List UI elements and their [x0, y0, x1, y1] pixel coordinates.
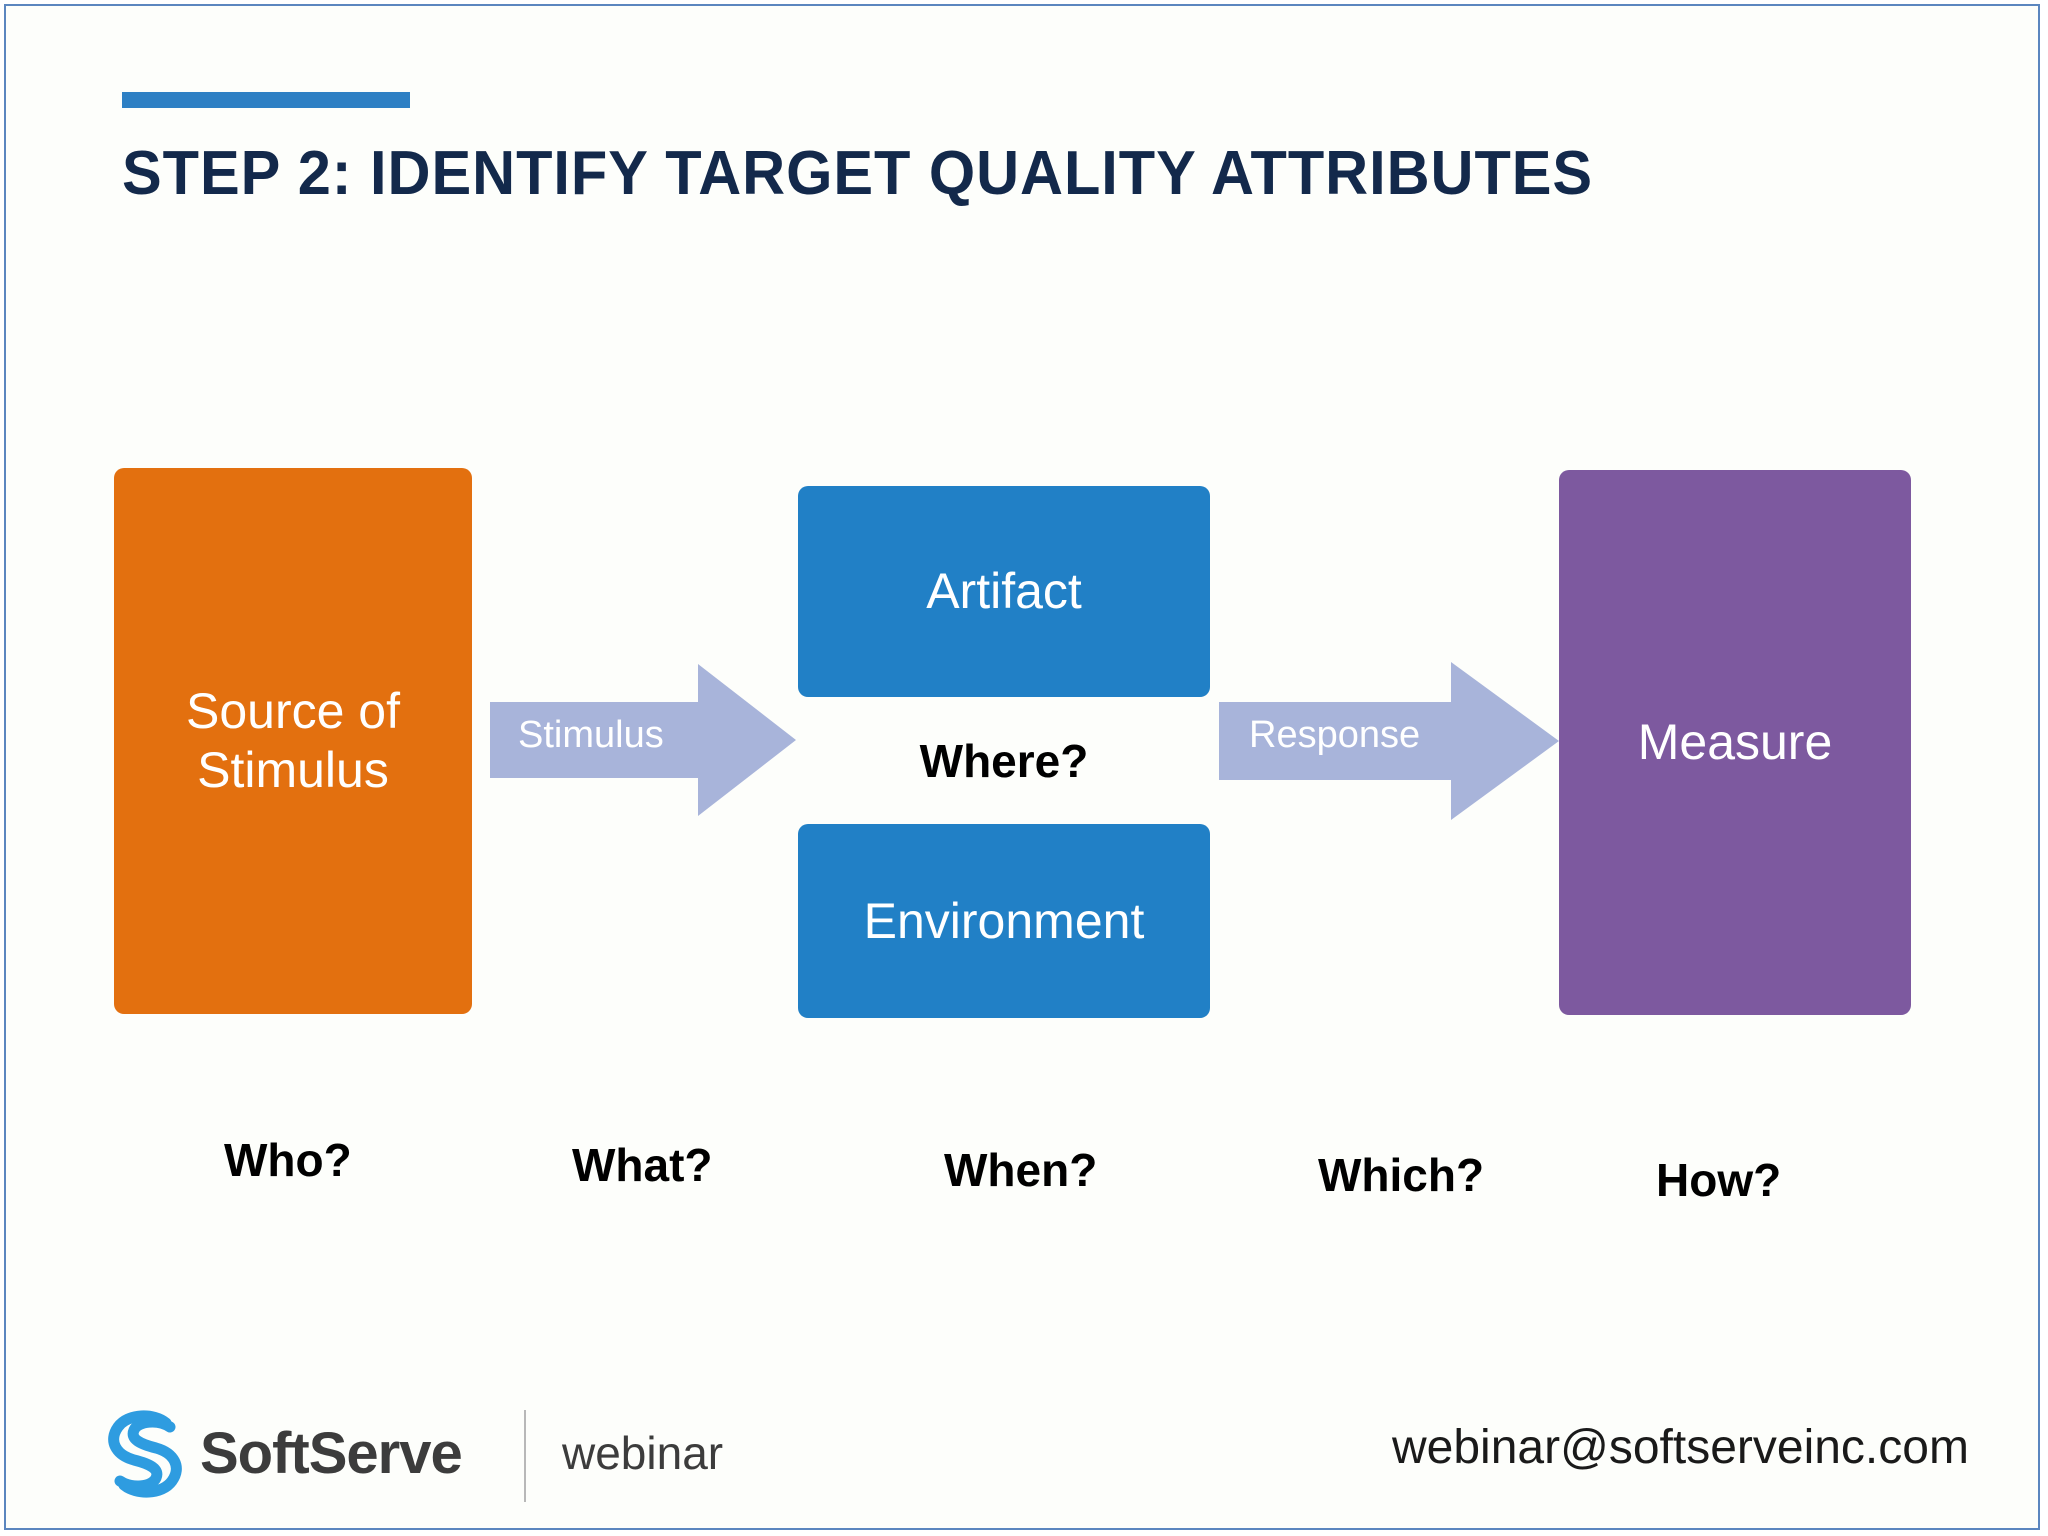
node-measure[interactable]: Measure: [1559, 470, 1911, 1015]
question-what: What?: [572, 1139, 713, 1191]
node-source-of-stimulus[interactable]: Source of Stimulus: [114, 468, 472, 1014]
node-environment-label: Environment: [863, 892, 1145, 949]
node-artifact[interactable]: Artifact: [798, 486, 1210, 697]
node-artifact-label: Artifact: [926, 563, 1082, 619]
arrow-response: Response: [1219, 662, 1559, 820]
arrow-stimulus: Stimulus: [490, 664, 796, 816]
softserve-s-icon: [102, 1407, 188, 1499]
node-source-of-stimulus-label: Source of Stimulus: [185, 683, 400, 798]
question-when: When?: [944, 1144, 1098, 1196]
question-who: Who?: [224, 1134, 352, 1186]
node-environment[interactable]: Environment: [798, 824, 1210, 1018]
arrow-stimulus-label: Stimulus: [518, 714, 664, 756]
arrow-response-label: Response: [1249, 714, 1421, 756]
slide: STEP 2: IDENTIFY TARGET QUALITY ATTRIBUT…: [4, 4, 2040, 1530]
node-measure-label: Measure: [1637, 714, 1833, 770]
footer-divider: [524, 1410, 526, 1502]
footer-webinar-label: webinar: [562, 1427, 724, 1479]
page-title: STEP 2: IDENTIFY TARGET QUALITY ATTRIBUT…: [122, 139, 1594, 208]
center-question-where: Where?: [919, 735, 1089, 787]
softserve-wordmark: SoftServe: [200, 1420, 463, 1486]
quality-attribute-scenario-diagram: Source of Stimulus Stimulus Artifact Whe…: [6, 6, 2042, 1532]
footer-email[interactable]: webinar@softserveinc.com: [1392, 1421, 1969, 1474]
footer: SoftServe webinar webinar@softserveinc.c…: [6, 1398, 2042, 1518]
title-accent-bar: [122, 92, 410, 108]
question-which: Which?: [1318, 1149, 1485, 1201]
softserve-logo[interactable]: SoftServe: [102, 1398, 463, 1508]
question-how: How?: [1656, 1154, 1782, 1206]
